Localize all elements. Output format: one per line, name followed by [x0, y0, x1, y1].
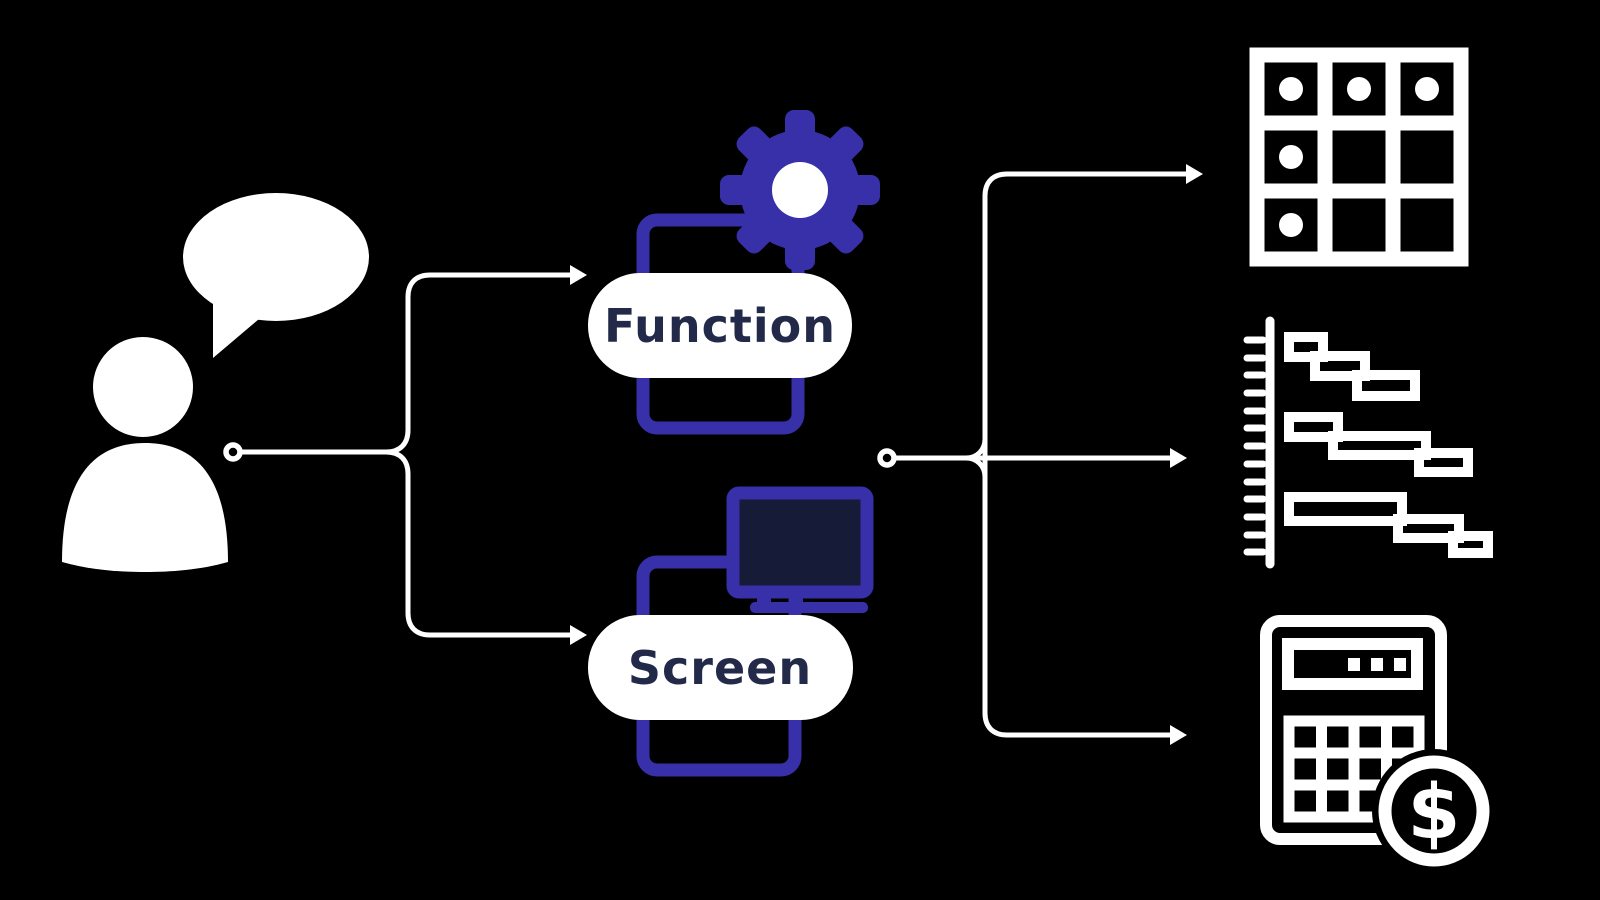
- left-connector-branch-up: [383, 272, 575, 455]
- calculator-display: [1282, 638, 1423, 690]
- gantt-chart-icon: [1243, 316, 1493, 569]
- speech-bubble: [183, 193, 369, 321]
- gantt-bars: [1284, 332, 1493, 558]
- function-node: Function: [588, 110, 880, 435]
- person-speech-bubble-icon: [62, 193, 369, 572]
- right-junction-curve-down: [963, 455, 988, 480]
- speech-bubble-tail: [213, 300, 272, 358]
- person-body: [62, 443, 228, 572]
- monitor-screen: [726, 486, 874, 599]
- right-connector-origin-dot: [877, 448, 897, 468]
- dollar-coin-icon: $: [1372, 749, 1496, 873]
- left-connector-origin-dot: [223, 442, 243, 462]
- left-connector-branch-down: [383, 449, 575, 638]
- right-connector-branch-up: [982, 171, 1191, 461]
- left-arrowheads: [570, 265, 587, 645]
- arrowhead-to-calculator: [1170, 725, 1187, 745]
- gear-center-hole: [772, 162, 828, 218]
- screen-label: Screen: [628, 641, 812, 695]
- calculator-money-icon: $: [1260, 615, 1496, 873]
- table-grid-icon: [1249, 47, 1469, 267]
- function-pill: [588, 273, 852, 378]
- monitor-base: [750, 602, 868, 613]
- screen-node: Screen: [588, 486, 874, 777]
- monitor-icon: [726, 486, 874, 613]
- gear-icon: [720, 110, 880, 270]
- person-head: [93, 337, 193, 437]
- function-label: Function: [604, 299, 836, 353]
- arrowhead-to-screen: [570, 625, 587, 645]
- right-arrowheads: [1170, 164, 1203, 745]
- arrowhead-to-table: [1186, 164, 1203, 184]
- screen-pill: [588, 615, 853, 720]
- right-connector: [877, 171, 1191, 738]
- left-connector: [223, 272, 575, 638]
- arrowhead-to-function: [570, 265, 587, 285]
- calculator-body: [1260, 615, 1447, 845]
- right-connector-branch-down: [982, 455, 1175, 738]
- gantt-ticks: [1243, 336, 1267, 556]
- table-outline: [1249, 47, 1469, 267]
- right-junction-curve-up: [963, 436, 988, 461]
- dollar-symbol: $: [1408, 767, 1461, 856]
- table-dots: [1279, 77, 1439, 237]
- coin-ring: [1378, 755, 1490, 867]
- calculator-display-dots: [1348, 658, 1406, 671]
- arrowhead-to-gantt: [1170, 448, 1187, 468]
